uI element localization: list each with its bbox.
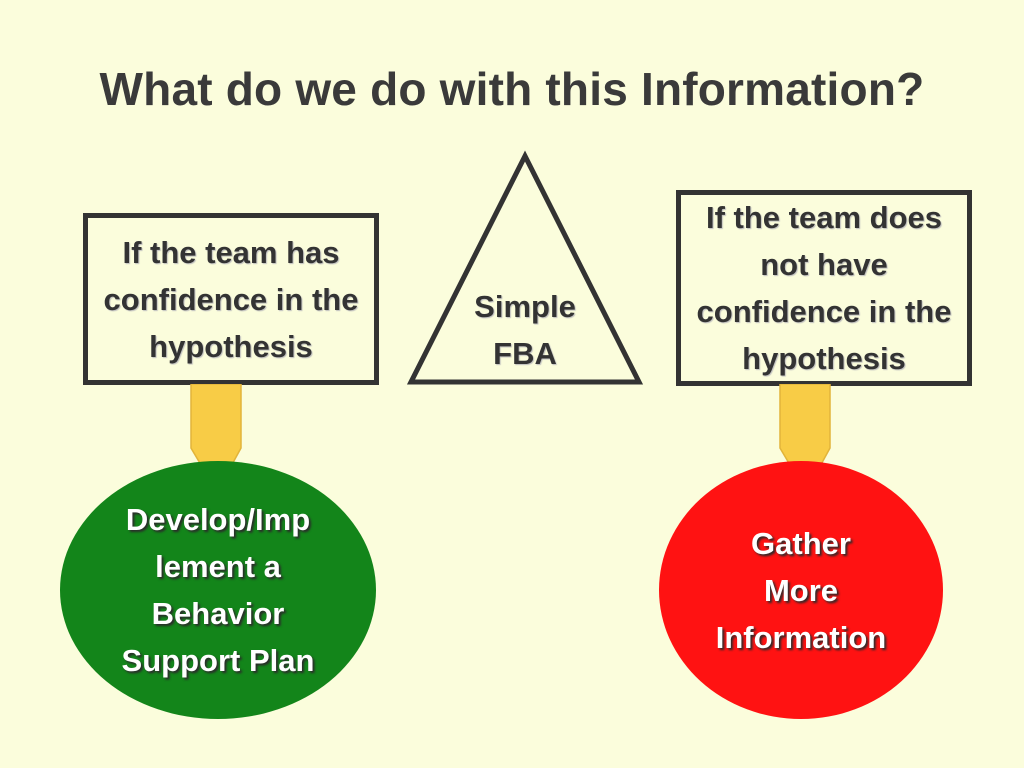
gather-info-outcome: Gather More Information <box>659 461 943 719</box>
fba-label: Simple FBA <box>474 289 576 371</box>
no-confidence-box: If the team does not have confidence in … <box>676 190 972 386</box>
confidence-box-text: If the team has confidence in the hypoth… <box>103 234 359 364</box>
behavior-plan-outcome: Develop/Imp lement a Behavior Support Pl… <box>60 461 376 719</box>
gather-info-text: Gather More Information <box>715 525 887 655</box>
behavior-plan-text: Develop/Imp lement a Behavior Support Pl… <box>121 502 315 678</box>
slide-title: What do we do with this Information? <box>99 63 925 115</box>
confidence-box: If the team has confidence in the hypoth… <box>83 213 379 385</box>
no-confidence-box-text: If the team does not have confidence in … <box>696 200 952 376</box>
fba-triangle <box>406 150 644 385</box>
